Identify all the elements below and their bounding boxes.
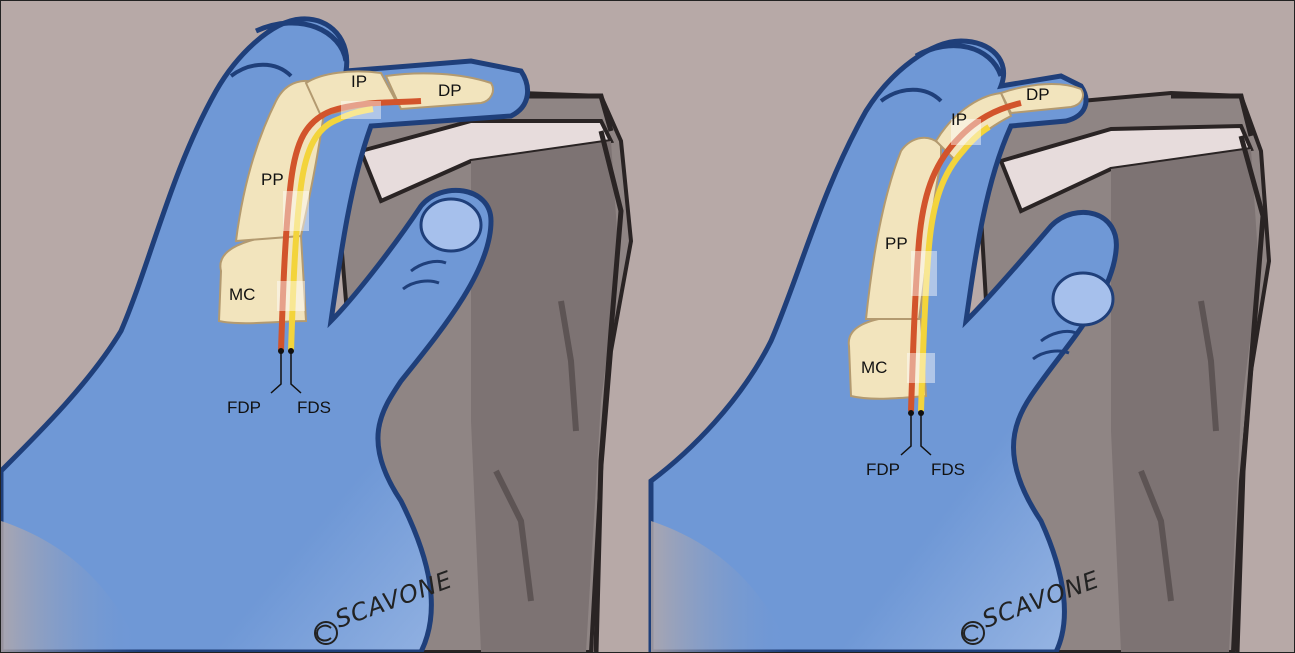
right-label-dp: DP <box>1026 85 1050 104</box>
right-panel: DP IP PP MC FDP FDS SCAVONE <box>651 41 1269 652</box>
right-pulley-a2 <box>911 251 937 296</box>
right-label-mc: MC <box>861 358 887 377</box>
right-label-fds: FDS <box>931 460 965 479</box>
left-label-ip: IP <box>351 72 367 91</box>
left-label-fds: FDS <box>297 398 331 417</box>
left-label-mc: MC <box>229 285 255 304</box>
left-label-pp: PP <box>261 170 284 189</box>
left-label-dp: DP <box>438 81 462 100</box>
left-pulley-a4 <box>341 101 381 119</box>
left-label-fdp: FDP <box>227 398 261 417</box>
left-thumbnail <box>421 199 481 251</box>
left-panel: DP IP PP MC FDP FDS SCAVONE <box>1 19 631 652</box>
right-label-fdp: FDP <box>866 460 900 479</box>
left-pulley-a2 <box>283 191 309 231</box>
right-thumbnail <box>1053 273 1113 325</box>
right-label-ip: IP <box>951 110 967 129</box>
right-pulley-a1 <box>907 353 935 383</box>
right-label-pp: PP <box>885 234 908 253</box>
left-pulley-a1 <box>277 281 305 311</box>
